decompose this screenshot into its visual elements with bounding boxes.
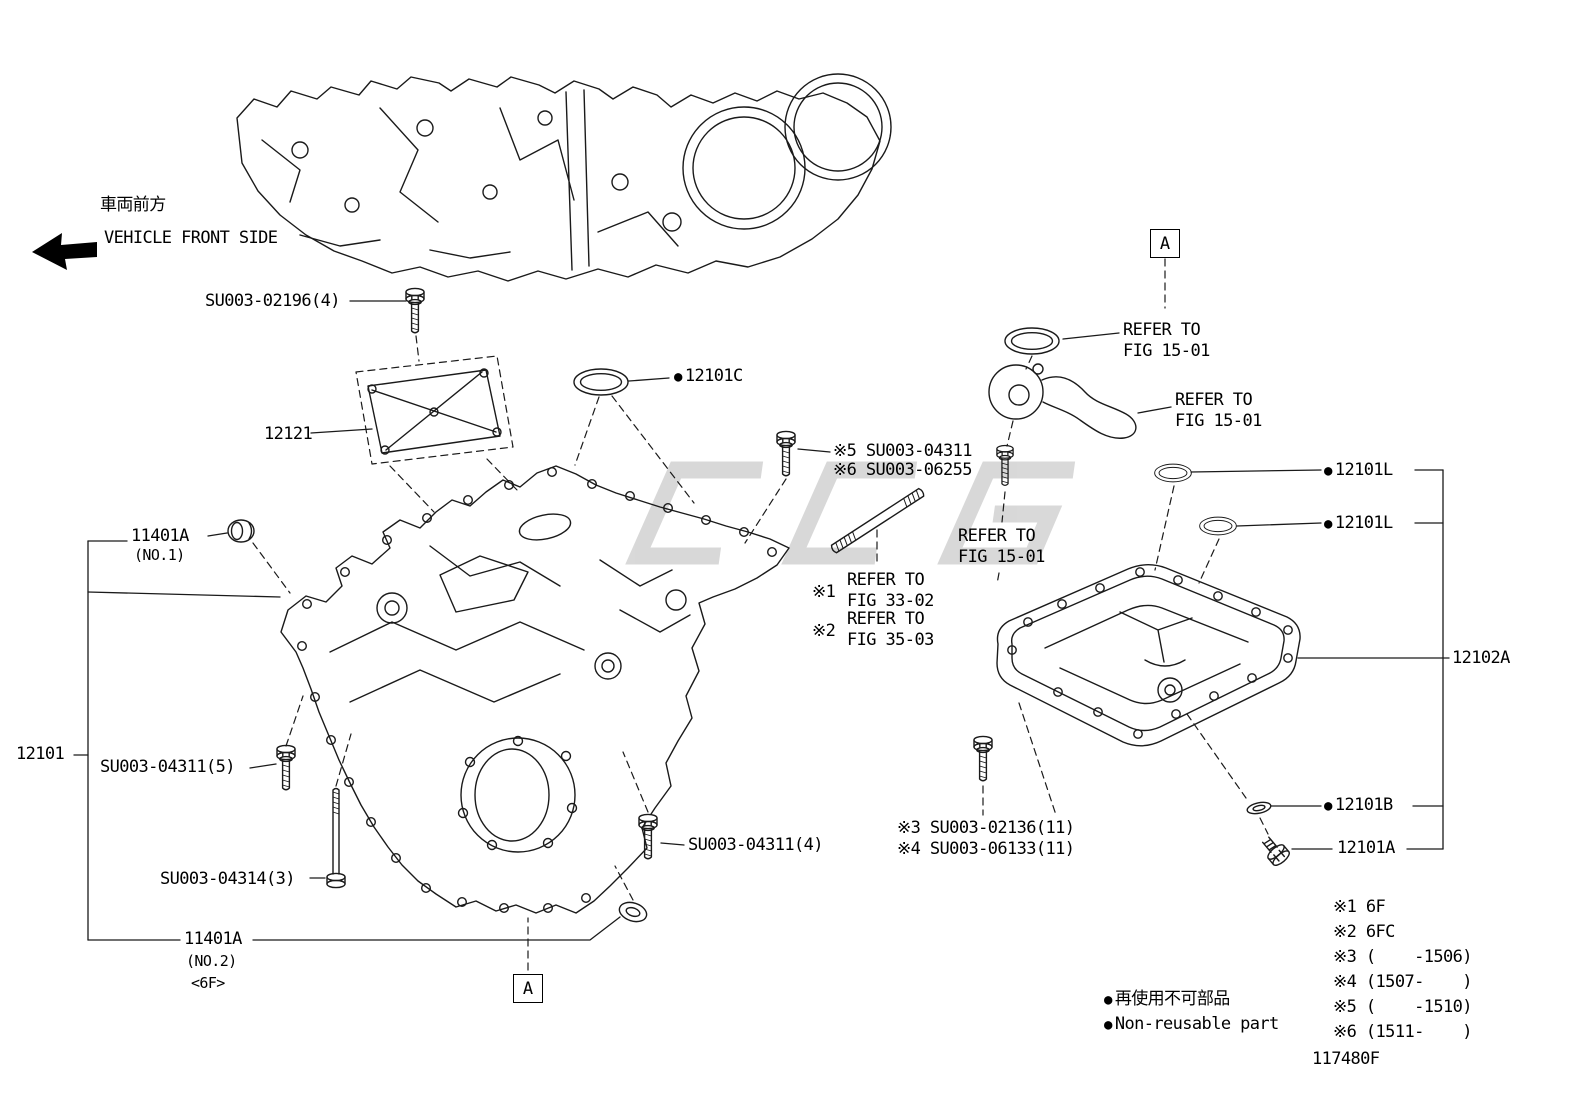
gasket-plate-drawing (367, 368, 502, 455)
section-marker-a-top: A (1150, 229, 1180, 258)
refer-3503-line2: FIG 35-03 (847, 630, 934, 650)
callout-12121: 12121 (264, 424, 313, 444)
callout-11401a-no2-note: (NO.2) (186, 952, 237, 970)
callout-su003-02196: SU003-02196(4) (205, 291, 340, 311)
lower-oil-pan-drawing (996, 564, 1301, 747)
callout-12101a: 12101A (1337, 838, 1395, 858)
vehicle-front-label-jp: 車両前方 (100, 195, 166, 215)
rear-seal-drawing (618, 901, 648, 923)
bolt-su003-04311-4-drawing (638, 813, 658, 860)
callout-pan-bolts-note4: ※4 SU003-06133(11) (897, 839, 1075, 859)
legend-note-4: ※4 (1507- ) (1333, 972, 1473, 992)
bolt-su003-02196-drawing (405, 287, 425, 334)
callout-12101l-1-text: 12101L (1334, 460, 1393, 480)
oring-12101c-drawing (573, 368, 629, 396)
refer-3503-line1: REFER TO (847, 609, 925, 629)
legend-note-2: ※2 6FC (1333, 922, 1395, 942)
callout-12101l-2-text: 12101L (1334, 513, 1393, 533)
callout-stud-note5: ※5 SU003-04311 (833, 441, 973, 461)
engine-block-drawing (236, 73, 892, 282)
callout-12101c-text: 12101C (684, 366, 743, 386)
gasket-12101b-drawing (1246, 801, 1272, 815)
leader-lines (73, 300, 1450, 941)
callout-su003-04314-3: SU003-04314(3) (160, 869, 295, 889)
callout-stud-note6: ※6 SU003-06255 (833, 460, 973, 480)
non-reusable-bullet: ● (674, 369, 682, 385)
callout-12101b: ●12101B (1324, 795, 1393, 816)
non-reusable-bullet: ● (1104, 1017, 1112, 1033)
non-reusable-bullet: ● (1104, 992, 1112, 1008)
legend-note-6: ※6 (1511- ) (1333, 1022, 1473, 1042)
non-reusable-bullet: ● (1324, 798, 1332, 814)
legend-non-reusable-en-text: Non-reusable part (1114, 1014, 1279, 1034)
legend-note-3: ※3 ( -1506) (1333, 947, 1473, 967)
refer-1501-mid-line1: REFER TO (958, 526, 1036, 546)
callout-12101b-text: 12101B (1334, 795, 1393, 815)
drain-plug-12101a-drawing (1261, 836, 1290, 867)
callout-12102a: 12102A (1452, 648, 1510, 668)
oring-fig1501-drawing (1004, 327, 1060, 355)
callout-11401a-no2-trans: <6F> (191, 974, 225, 992)
diagram-code: 117480F (1312, 1049, 1380, 1069)
bolt-su003-04311-5-drawing (276, 744, 296, 791)
projection-lines (252, 258, 1269, 971)
refer-3503-mark: ※2 (812, 621, 836, 641)
oring-12101l2-drawing (1199, 516, 1237, 536)
legend-non-reusable-jp: ●再使用不可部品 (1104, 989, 1230, 1010)
legend-non-reusable-en: ●Non-reusable part (1104, 1014, 1279, 1035)
refer-1501-top-line1: REFER TO (1123, 320, 1201, 340)
refer-3302-mark: ※1 (812, 582, 836, 602)
stud-drawing (830, 487, 925, 554)
legend-non-reusable-jp-text: 再使用不可部品 (1114, 989, 1230, 1009)
upper-oil-pan-drawing (280, 465, 790, 914)
bolt-su003-04311-alt-drawing (776, 430, 796, 477)
refer-3302-line2: FIG 33-02 (847, 591, 934, 611)
bolt-su003-04314-3-drawing (326, 787, 346, 889)
refer-1501-top-line2: FIG 15-01 (1123, 341, 1210, 361)
legend-note-5: ※5 ( -1510) (1333, 997, 1473, 1017)
oring-12101l1-drawing (1154, 463, 1192, 483)
callout-12101c: ●12101C (674, 366, 743, 387)
callout-su003-04311-4: SU003-04311(4) (688, 835, 823, 855)
callout-12101l-1: ●12101L (1324, 460, 1393, 481)
refer-3302-line1: REFER TO (847, 570, 925, 590)
plug-11401a-drawing (227, 519, 255, 543)
refer-1501-strainer-line1: REFER TO (1175, 390, 1253, 410)
callout-pan-bolts-note3: ※3 SU003-02136(11) (897, 818, 1075, 838)
callout-su003-04311-5: SU003-04311(5) (100, 757, 235, 777)
vehicle-front-label-en: VEHICLE FRONT SIDE (104, 228, 278, 248)
section-marker-a-bottom: A (513, 974, 543, 1003)
refer-1501-mid-line2: FIG 15-01 (958, 547, 1045, 567)
non-reusable-bullet: ● (1324, 463, 1332, 479)
callout-11401a-no1: 11401A (131, 526, 189, 546)
refer-1501-strainer-line2: FIG 15-01 (1175, 411, 1262, 431)
non-reusable-bullet: ● (1324, 516, 1332, 532)
vehicle-front-arrow (32, 233, 97, 270)
callout-11401a-no2: 11401A (184, 929, 242, 949)
callout-11401a-no1-note: (NO.1) (134, 546, 185, 564)
bolt-pan-lower-drawing (973, 735, 993, 782)
callout-12101l-2: ●12101L (1324, 513, 1393, 534)
oil-strainer-drawing (988, 363, 1137, 439)
callout-12101: 12101 (16, 744, 65, 764)
legend-note-1: ※1 6F (1333, 897, 1386, 917)
